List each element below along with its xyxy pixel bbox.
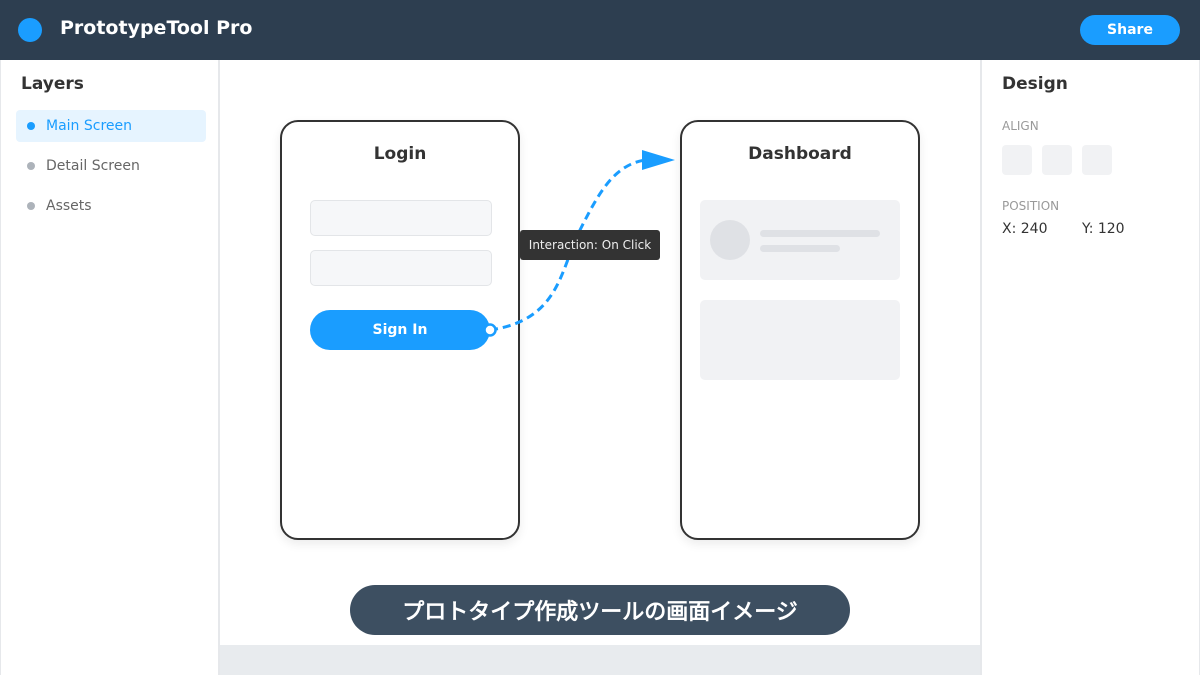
layer-item-detail-screen[interactable]: Detail Screen <box>16 150 206 182</box>
top-bar: PrototypeTool Pro Share <box>0 0 1200 60</box>
login-title: Login <box>373 144 427 164</box>
align-label: ALIGN <box>1002 119 1039 133</box>
layer-label: Main Screen <box>46 118 133 134</box>
align-center-button[interactable] <box>1042 145 1072 175</box>
dashboard-title: Dashboard <box>748 144 852 164</box>
share-button[interactable]: Share <box>1080 15 1180 45</box>
text-placeholder <box>760 245 840 252</box>
canvas-scrollbar-area <box>220 645 980 675</box>
profile-card <box>700 200 900 280</box>
position-y[interactable]: Y: 120 <box>1082 221 1125 237</box>
layer-label: Detail Screen <box>46 158 140 174</box>
interaction-tooltip: Interaction: On Click <box>520 230 660 260</box>
content-card <box>700 300 900 380</box>
align-right-button[interactable] <box>1082 145 1112 175</box>
design-panel: Design ALIGN POSITION X: 240 Y: 120 <box>980 60 1200 675</box>
username-field[interactable] <box>310 200 492 236</box>
avatar-placeholder <box>710 220 750 260</box>
layers-title: Layers <box>21 74 84 94</box>
logo-icon <box>18 18 42 42</box>
bullet-icon <box>27 122 35 130</box>
password-field[interactable] <box>310 250 492 286</box>
bullet-icon <box>27 202 35 210</box>
align-left-button[interactable] <box>1002 145 1032 175</box>
dashboard-frame[interactable]: Dashboard <box>680 120 920 540</box>
layer-item-main-screen[interactable]: Main Screen <box>16 110 206 142</box>
position-x[interactable]: X: 240 <box>1002 221 1048 237</box>
login-frame[interactable]: Login Sign In <box>280 120 520 540</box>
layer-item-assets[interactable]: Assets <box>16 190 206 222</box>
caption-banner: プロトタイプ作成ツールの画面イメージ <box>350 585 850 635</box>
layer-label: Assets <box>46 198 92 214</box>
design-title: Design <box>1002 74 1068 94</box>
arrowhead-icon <box>642 150 675 170</box>
position-label: POSITION <box>1002 199 1060 213</box>
bullet-icon <box>27 162 35 170</box>
connector-handle[interactable] <box>483 323 497 337</box>
text-placeholder <box>760 230 880 237</box>
layers-panel: Layers Main Screen Detail Screen Assets <box>0 60 220 675</box>
sign-in-button[interactable]: Sign In <box>310 310 490 350</box>
app-title: PrototypeTool Pro <box>60 17 253 39</box>
